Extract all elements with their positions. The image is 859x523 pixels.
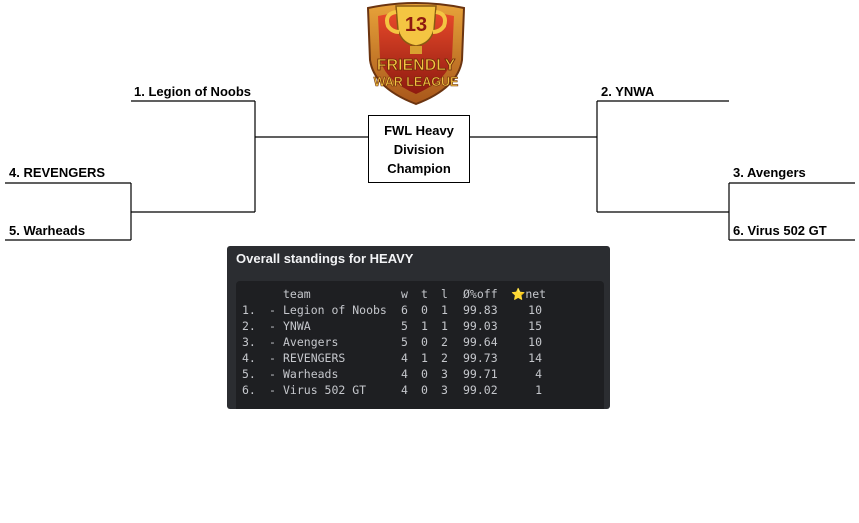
table-row: 4. - REVENGERS 4 1 2 99.73 14 bbox=[236, 351, 542, 367]
row-offense: 99.71 bbox=[463, 367, 498, 381]
row-offense: 99.64 bbox=[463, 335, 498, 349]
row-ties: 1 bbox=[421, 351, 428, 365]
row-ties: 0 bbox=[421, 303, 428, 317]
row-losses: 2 bbox=[441, 351, 448, 365]
champion-label-line: FWL Heavy bbox=[384, 122, 454, 138]
row-net: 15 bbox=[528, 319, 542, 333]
row-offense: 99.83 bbox=[463, 303, 498, 317]
row-ties: 1 bbox=[421, 319, 428, 333]
star-icon: ⭐ bbox=[511, 287, 526, 301]
row-wins: 4 bbox=[401, 383, 408, 397]
row-dash: - bbox=[269, 367, 276, 381]
row-ties: 0 bbox=[421, 383, 428, 397]
table-row: 5. - Warheads 4 0 3 99.71 4 bbox=[236, 367, 542, 383]
standings-table: team w t l Ø%off ⭐net 1. - Legion of Noo… bbox=[236, 281, 604, 409]
standings-embed: Overall standings for HEAVY team w t l Ø… bbox=[227, 246, 610, 409]
row-net: 1 bbox=[535, 383, 542, 397]
bracket-lines bbox=[5, 100, 855, 241]
row-dash: - bbox=[269, 319, 276, 333]
champion-label-line: Division bbox=[393, 141, 445, 157]
row-net: 14 bbox=[528, 351, 542, 365]
row-ties: 0 bbox=[421, 335, 428, 349]
friendly-war-league-logo: 13 FRIENDLY WAR LEAGUE bbox=[366, 2, 466, 106]
bracket-team-left-3: 5. Warheads bbox=[9, 223, 86, 238]
logo-number: 13 bbox=[405, 14, 427, 36]
row-team: YNWA bbox=[283, 319, 311, 333]
row-wins: 4 bbox=[401, 367, 408, 381]
standings-title: Overall standings for HEAVY bbox=[236, 251, 414, 266]
header-wins: w bbox=[401, 287, 408, 301]
champion-label-line: Champion bbox=[387, 160, 451, 176]
row-offense: 99.73 bbox=[463, 351, 498, 365]
row-dash: - bbox=[269, 351, 276, 365]
bracket-team-right-2: 3. Avengers bbox=[733, 165, 806, 180]
row-rank: 6. bbox=[242, 383, 256, 397]
header-losses: l bbox=[441, 287, 448, 301]
row-rank: 3. bbox=[242, 335, 256, 349]
header-ties: t bbox=[421, 287, 428, 301]
row-losses: 1 bbox=[441, 303, 448, 317]
table-row: 2. - YNWA 5 1 1 99.03 15 bbox=[236, 319, 542, 335]
row-ties: 0 bbox=[421, 367, 428, 381]
row-team: Legion of Noobs bbox=[283, 303, 387, 317]
row-losses: 1 bbox=[441, 319, 448, 333]
logo-line1: FRIENDLY bbox=[377, 57, 456, 74]
header-team: team bbox=[283, 287, 311, 301]
row-dash: - bbox=[269, 335, 276, 349]
row-net: 10 bbox=[528, 303, 542, 317]
header-net: ⭐net bbox=[511, 287, 546, 301]
row-rank: 4. bbox=[242, 351, 256, 365]
header-offense: Ø%off bbox=[463, 287, 498, 301]
row-wins: 5 bbox=[401, 335, 408, 349]
row-team: Virus 502 GT bbox=[283, 383, 367, 397]
row-losses: 2 bbox=[441, 335, 448, 349]
row-losses: 3 bbox=[441, 383, 448, 397]
row-offense: 99.03 bbox=[463, 319, 498, 333]
row-rank: 1. bbox=[242, 303, 256, 317]
bracket-team-left-2: 4. REVENGERS bbox=[9, 165, 106, 180]
logo-line2: WAR LEAGUE bbox=[374, 75, 459, 89]
row-net: 4 bbox=[535, 367, 542, 381]
table-row: 3. - Avengers 5 0 2 99.64 10 bbox=[236, 335, 542, 351]
header-net-label: net bbox=[525, 287, 547, 301]
standings-header-row: team w t l Ø%off ⭐net bbox=[236, 287, 546, 303]
row-rank: 2. bbox=[242, 319, 256, 333]
row-wins: 4 bbox=[401, 351, 408, 365]
bracket-team-right-3: 6. Virus 502 GT bbox=[733, 223, 827, 238]
row-team: Avengers bbox=[283, 335, 339, 349]
table-row: 6. - Virus 502 GT 4 0 3 99.02 1 bbox=[236, 383, 542, 399]
row-team: Warheads bbox=[283, 367, 339, 381]
row-rank: 5. bbox=[242, 367, 256, 381]
row-dash: - bbox=[269, 303, 276, 317]
bracket-team-right-1: 2. YNWA bbox=[601, 84, 655, 99]
row-offense: 99.02 bbox=[463, 383, 498, 397]
row-wins: 6 bbox=[401, 303, 408, 317]
row-wins: 5 bbox=[401, 319, 408, 333]
row-losses: 3 bbox=[441, 367, 448, 381]
bracket-team-left-1: 1. Legion of Noobs bbox=[134, 84, 251, 99]
row-dash: - bbox=[269, 383, 276, 397]
table-row: 1. - Legion of Noobs 6 0 1 99.83 10 bbox=[236, 303, 542, 319]
row-team: REVENGERS bbox=[283, 351, 346, 365]
row-net: 10 bbox=[528, 335, 542, 349]
champion-box: FWL Heavy Division Champion bbox=[368, 115, 470, 183]
